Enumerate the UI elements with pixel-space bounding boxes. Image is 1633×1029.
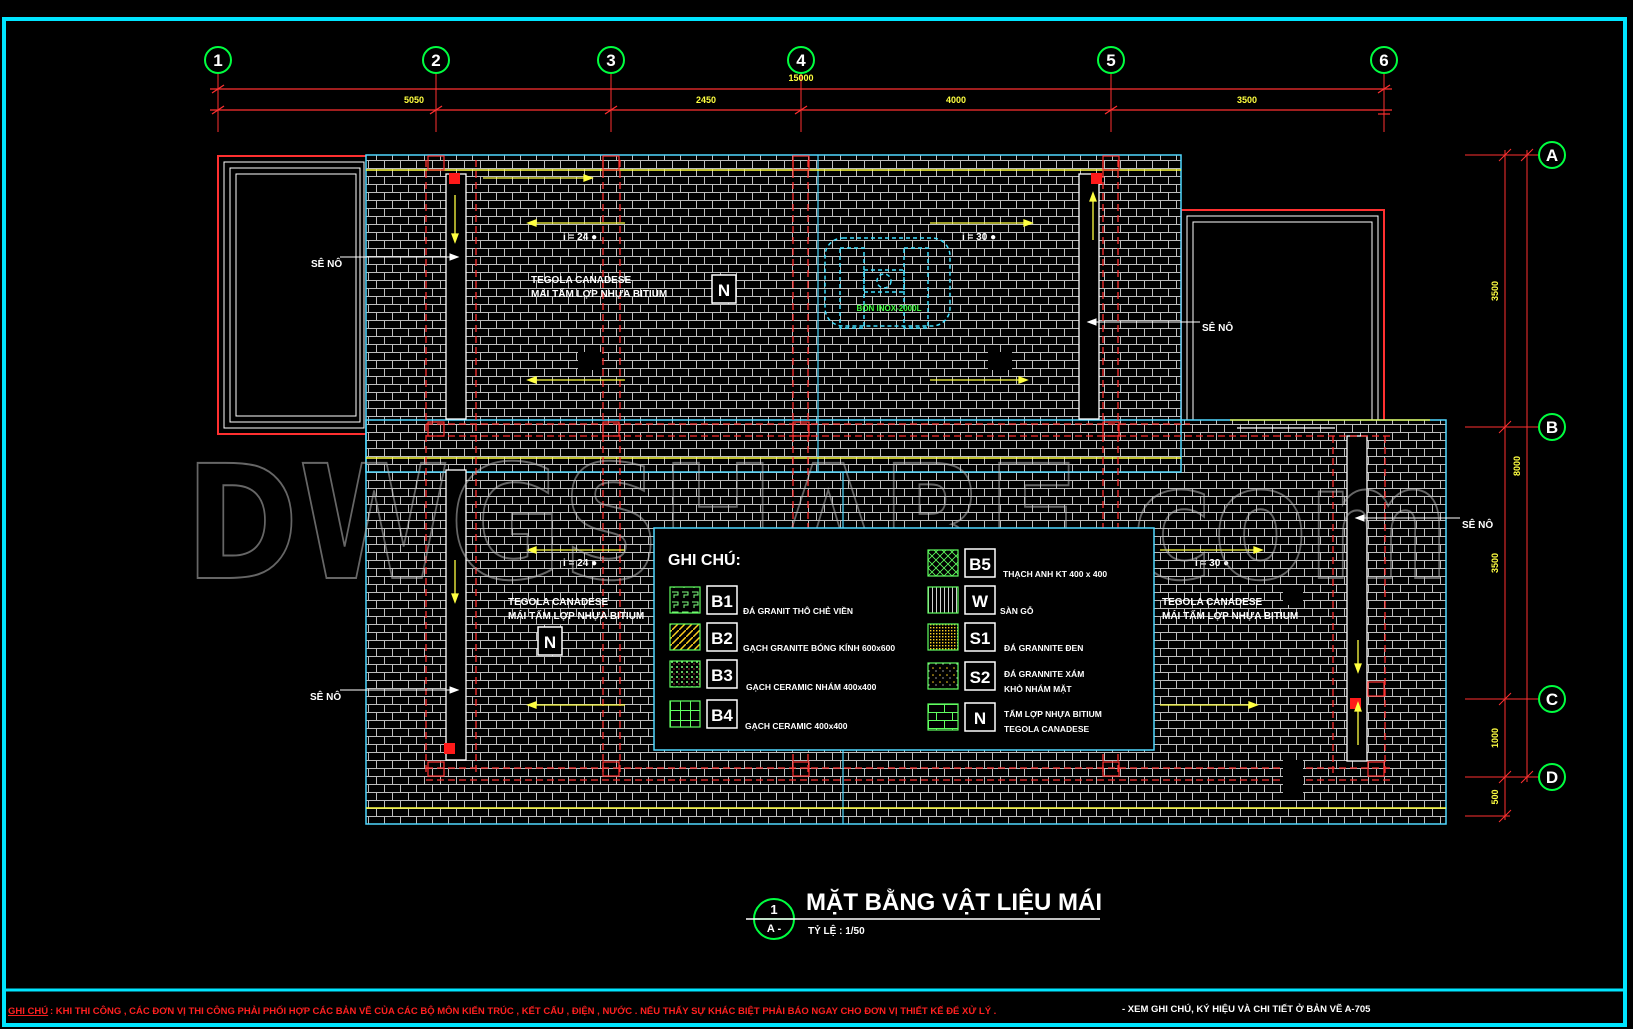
dim-total: 15000 [788, 73, 813, 83]
seno-label-1: SÊ NÔ [311, 257, 342, 270]
drawing-title-block: 1 A - MẶT BẰNG VẬT LIỆU MÁI TỶ LỆ : 1/50 [746, 888, 1102, 940]
legend-text-b3: GẠCH CERAMIC NHÁM 400x400 [746, 682, 877, 692]
tegola-label-3a: TEGOLA CANADESE [1162, 597, 1263, 608]
water-tank [824, 237, 951, 329]
drain-markers [444, 173, 1361, 754]
slope-label-2: i = 30 ● [962, 232, 996, 243]
legend-code-b3: B3 [711, 666, 733, 685]
dim-span-3: 4000 [946, 95, 966, 105]
row-bubble-a: A [1546, 146, 1558, 165]
col-bubble-2: 2 [431, 51, 440, 70]
dim-row-span-3: 1000 [1490, 728, 1500, 748]
detail-number: 1 [770, 902, 777, 917]
bottom-notes: GHI CHÚ : KHI THI CÔNG , CÁC ĐƠN VỊ THI … [8, 1003, 1371, 1017]
detail-sheet: A - [767, 923, 782, 935]
legend-items: B1 ĐÁ GRANIT THÔ CHẺ VIỀN B2 GẠCH GRANIT… [669, 548, 1107, 734]
drawing-scale: TỶ LỆ : 1/50 [808, 924, 865, 937]
slope-arrows [451, 174, 1362, 745]
row-bubble-c: C [1546, 690, 1558, 709]
dimension-lines [210, 84, 1392, 115]
note-label: GHI CHÚ [8, 1005, 48, 1017]
column-grid-lines [217, 74, 1385, 132]
slope-label-4: i = 30 ● [1195, 558, 1229, 569]
tegola-label-1b: MÁI TẤM LỢP NHỰA BITIUM [531, 287, 667, 300]
seno-leaders [340, 253, 1460, 694]
tank-label: BỒN INOX-2000L [857, 303, 922, 313]
legend-code-b1: B1 [711, 592, 733, 611]
legend-swatch-b3 [669, 660, 701, 688]
legend-swatch-b5 [927, 549, 959, 577]
note-ref: - XEM GHI CHÚ, KÝ HIỆU VÀ CHI TIẾT Ở BẢN… [1122, 1003, 1371, 1015]
dimension-texts: 15000 5050 2450 4000 3500 [404, 73, 1257, 105]
n-tag-1: N [718, 281, 730, 300]
roof-outlines [365, 154, 1447, 825]
tegola-label-1a: TEGOLA CANADESE [531, 275, 632, 286]
col-bubble-1: 1 [213, 51, 222, 70]
col-bubble-5: 5 [1106, 51, 1115, 70]
legend-text-b2: GẠCH GRANITE BÓNG KÍNH 600x600 [743, 642, 895, 653]
dim-span-4: 3500 [1237, 95, 1257, 105]
dim-row-span-2: 3500 [1490, 553, 1500, 573]
dim-row-span-4: 500 [1490, 789, 1500, 804]
row-bubbles: A B C D [1538, 141, 1566, 791]
dim-span-2: 2450 [696, 95, 716, 105]
downpipes [578, 352, 1303, 800]
tegola-label-2a: TEGOLA CANADESE [508, 597, 609, 608]
legend-text-s2a: ĐÁ GRANNITE XÁM [1004, 669, 1084, 679]
legend-swatch-n [927, 703, 959, 731]
column-bubbles: 1 2 3 4 5 6 [204, 46, 1398, 74]
legend-code-b4: B4 [711, 706, 733, 725]
legend-text-w: SÀN GỖ [1000, 605, 1034, 616]
legend-text-s1: ĐÁ GRANNITE ĐEN [1004, 643, 1083, 653]
row-bubble-b: B [1546, 418, 1558, 437]
dim-span-1: 5050 [404, 95, 424, 105]
n-tag-2: N [544, 633, 556, 652]
legend-swatch-s1 [927, 623, 959, 651]
legend-swatch-b2 [669, 623, 701, 651]
legend-text-b4: GẠCH CERAMIC 400x400 [745, 721, 848, 731]
roof-labels: i = 24 ● i = 30 ● i = 24 ● i = 30 ● TEGO… [310, 232, 1493, 703]
col-bubble-3: 3 [606, 51, 615, 70]
n-tags: N N [537, 274, 737, 656]
sheet-frame [2, 17, 1627, 1027]
seno-label-3: SÊ NÔ [1462, 518, 1493, 531]
legend-swatch-s2 [927, 662, 959, 690]
legend-title: GHI CHÚ: [668, 550, 741, 569]
legend-text-na: TẤM LỢP NHỰA BITIUM [1004, 709, 1102, 719]
note-text: : KHI THI CÔNG , CÁC ĐƠN VỊ THI CÔNG PHẢ… [50, 1005, 996, 1017]
col-bubble-6: 6 [1379, 51, 1388, 70]
tegola-label-2b: MÁI TẤM LỢP NHỰA BITIUM [508, 609, 644, 622]
legend-text-s2b: KHÒ NHÁM MẶT [1004, 683, 1072, 694]
legend-code-w: W [972, 592, 989, 611]
legend-code-n: N [974, 709, 986, 728]
seno-label-2: SÊ NÔ [1202, 321, 1233, 334]
slope-label-1: i = 24 ● [563, 232, 597, 243]
row-bubble-d: D [1546, 768, 1558, 787]
legend-code-b5: B5 [969, 555, 991, 574]
col-bubble-4: 4 [796, 51, 806, 70]
legend-swatch-w [927, 586, 959, 614]
seno-label-4: SÊ NÔ [310, 690, 341, 703]
row-grid-lines [1465, 148, 1538, 823]
slope-label-3: i = 24 ● [563, 558, 597, 569]
legend-code-b2: B2 [711, 629, 733, 648]
legend-text-b5: THẠCH ANH KT 400 x 400 [1003, 569, 1107, 579]
column-markers [427, 155, 1385, 777]
tegola-label-3b: MÁI TẤM LỢP NHỰA BITIUM [1162, 609, 1298, 622]
legend-text-b1: ĐÁ GRANIT THÔ CHẺ VIỀN [743, 605, 853, 616]
legend-code-s2: S2 [970, 668, 991, 687]
row-dimension-texts: 3500 3500 1000 500 8000 [1490, 281, 1522, 805]
dim-row-total: 8000 [1512, 456, 1522, 476]
legend-text-nb: TEGOLA CANADESE [1004, 724, 1089, 734]
dim-row-span-1: 3500 [1490, 281, 1500, 301]
legend-swatch-b4 [669, 700, 701, 728]
legend-code-s1: S1 [970, 629, 991, 648]
drawing-title: MẶT BẰNG VẬT LIỆU MÁI [806, 888, 1102, 916]
legend-swatch-b1 [669, 586, 701, 614]
